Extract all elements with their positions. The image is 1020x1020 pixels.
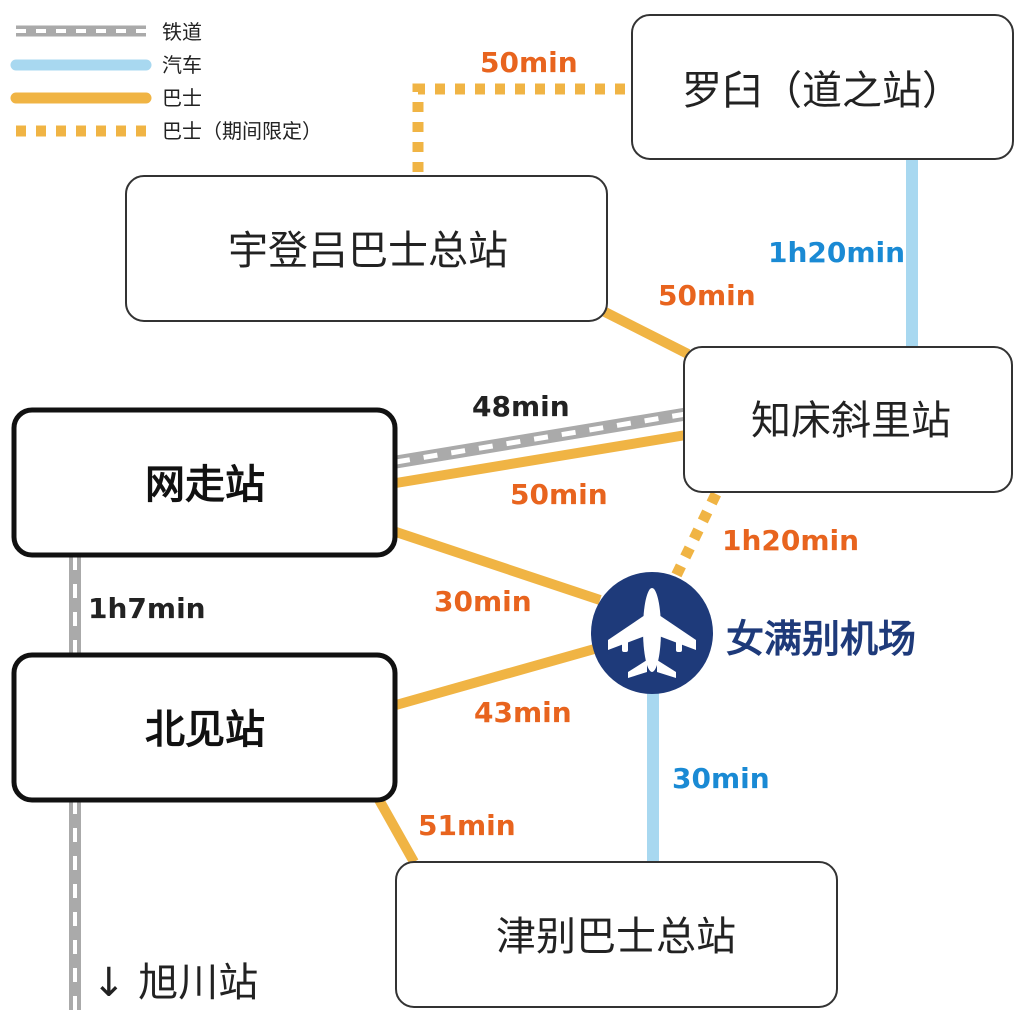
bus-abashiri-shiretoko — [395, 430, 687, 488]
time-abashiri-shiretoko-bus: 50min — [510, 478, 608, 511]
time-kitami-airport: 43min — [474, 696, 572, 729]
bus-kitami-tsubetsu — [373, 795, 419, 865]
time-airport-tsubetsu: 30min — [672, 762, 770, 795]
time-abashiri-kitami: 1h7min — [88, 592, 206, 625]
station-tsubetsu[interactable]: 津别巴士总站 — [395, 861, 838, 1008]
time-abashiri-shiretoko-rail: 48min — [472, 390, 570, 423]
legend-bus-seasonal-label: 巴士（期间限定） — [162, 119, 322, 143]
legend-rail-label: 铁道 — [162, 20, 202, 44]
station-asahikawa-label[interactable]: ↓ 旭川站 — [92, 960, 258, 1006]
station-kitami-name: 北见站 — [145, 707, 265, 753]
time-utoro-rausu: 50min — [480, 46, 578, 79]
station-utoro-name: 宇登吕巴士总站 — [228, 228, 508, 274]
station-abashiri[interactable]: 网走站 — [11, 407, 398, 558]
airport-name: 女满别机场 — [726, 617, 916, 661]
station-abashiri-name: 网走站 — [145, 462, 265, 508]
station-shiretoko-shari[interactable]: 知床斜里站 — [683, 346, 1013, 493]
station-tsubetsu-name: 津别巴士总站 — [496, 914, 736, 960]
time-kitami-tsubetsu: 51min — [418, 809, 516, 842]
rail-abashiri-shiretoko — [394, 407, 688, 469]
bus-utoro-shiretoko — [602, 307, 691, 359]
time-shiretoko-airport: 1h20min — [722, 524, 859, 557]
airplane-icon — [608, 588, 696, 678]
legend-bus-label: 巴士 — [162, 86, 202, 110]
legend: 铁道 汽车 巴士 巴士（期间限定） — [10, 20, 322, 143]
airport-marker[interactable] — [591, 572, 713, 694]
time-utoro-shiretoko: 50min — [658, 279, 756, 312]
time-rausu-shiretoko: 1h20min — [768, 236, 905, 269]
bus-abashiri-airport — [394, 527, 602, 605]
station-rausu[interactable]: 罗臼（道之站） — [631, 14, 1014, 160]
bus-seasonal-shiretoko-airport — [670, 491, 721, 581]
bus-kitami-airport — [394, 643, 600, 710]
station-utoro[interactable]: 宇登吕巴士总站 — [125, 175, 608, 322]
station-rausu-name: 罗臼（道之站） — [682, 68, 962, 114]
station-shiretoko-name: 知床斜里站 — [751, 398, 951, 444]
time-abashiri-airport: 30min — [434, 585, 532, 618]
station-kitami[interactable]: 北见站 — [11, 652, 398, 803]
bus-seasonal-utoro-rausu — [412, 83, 636, 172]
legend-car-label: 汽车 — [162, 53, 202, 77]
